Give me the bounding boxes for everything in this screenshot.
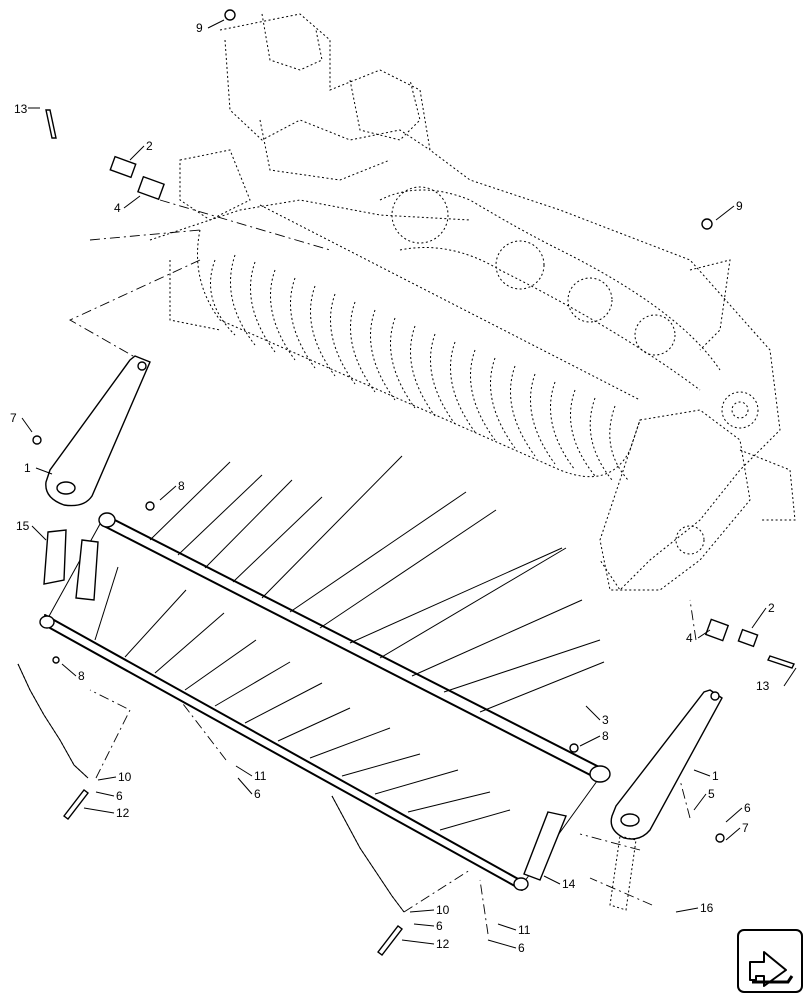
hook-left <box>43 529 67 585</box>
callout-12-right: 12 <box>436 937 450 951</box>
chain-right <box>331 795 405 913</box>
callout-4-right: 4 <box>686 631 693 645</box>
callout-13-right: 13 <box>756 679 770 693</box>
callout-6-left-b: 6 <box>254 787 261 801</box>
callout-7-left: 7 <box>10 411 17 425</box>
callout-15: 15 <box>16 519 30 533</box>
callout-11-left: 11 <box>254 769 267 783</box>
chain-left <box>17 663 89 779</box>
callout-8-top: 8 <box>178 479 185 493</box>
callout-2-left: 2 <box>146 139 153 153</box>
callout-6-bottom: 6 <box>518 941 525 955</box>
callout-12-left: 12 <box>116 806 130 820</box>
callout-labels: 9 13 2 4 9 7 1 8 15 2 4 8 13 3 8 11 10 <box>10 19 797 955</box>
callout-6-right-b: 6 <box>436 919 443 933</box>
right-bracket <box>610 689 723 840</box>
callout-1-right: 1 <box>712 769 719 783</box>
callout-8-right: 8 <box>602 729 609 743</box>
callout-6-right-a: 6 <box>744 801 751 815</box>
arrow-icon[interactable] <box>737 929 803 993</box>
rear-rods <box>149 455 605 713</box>
callout-3: 3 <box>602 713 609 727</box>
callout-16: 16 <box>700 901 714 915</box>
pickup-assembly-ghost <box>69 13 796 591</box>
hook-right <box>523 811 567 881</box>
pickup-tine-bands <box>210 254 629 481</box>
callout-9-right: 9 <box>736 199 743 213</box>
callout-8-left: 8 <box>78 669 85 683</box>
front-rods <box>94 566 511 831</box>
callout-4-left: 4 <box>114 201 121 215</box>
callout-14: 14 <box>562 877 576 891</box>
callout-9-top: 9 <box>196 21 203 35</box>
callout-6-left-a: 6 <box>116 789 123 803</box>
callout-7-right: 7 <box>742 821 749 835</box>
callout-11-right: 11 <box>518 923 531 937</box>
callout-10-left: 10 <box>118 770 132 784</box>
callout-5: 5 <box>708 787 715 801</box>
callout-2-right: 2 <box>768 601 775 615</box>
callout-13-left: 13 <box>14 102 28 116</box>
callout-1-left: 1 <box>24 461 31 475</box>
rake-bar-assembly <box>39 455 611 891</box>
left-bracket <box>45 355 151 507</box>
callout-10-right: 10 <box>436 903 450 917</box>
